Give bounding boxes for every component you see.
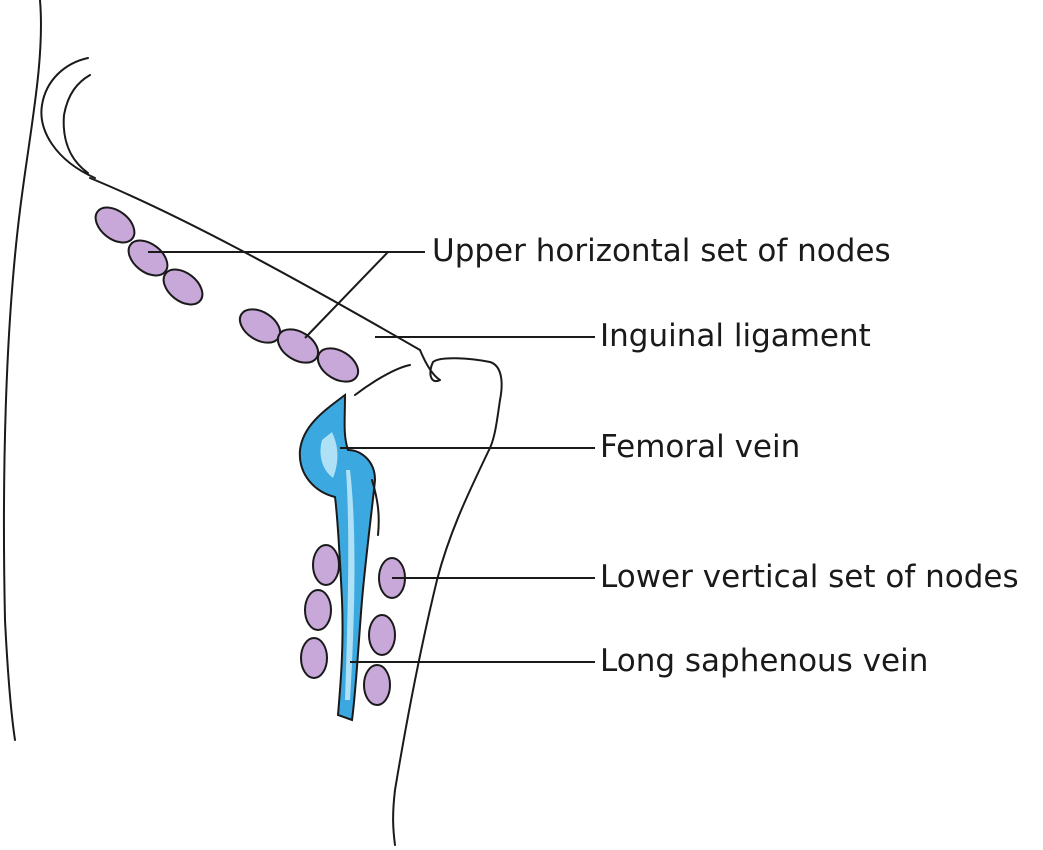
thigh-outline (393, 350, 502, 845)
leader-lines (148, 252, 595, 662)
inguinal-ligament-label: Inguinal ligament (600, 321, 871, 352)
thigh-inner-line (355, 365, 410, 395)
long-saphenous-vein-label: Long saphenous vein (600, 646, 928, 677)
lymph-node-lower-5 (369, 615, 395, 655)
lymph-node-lower-2 (305, 590, 331, 630)
femoral-vein-label: Femoral vein (600, 432, 800, 463)
body-contour (4, 0, 41, 740)
lymph-node-lower-1 (313, 545, 339, 585)
lower-vertical-nodes-label: Lower vertical set of nodes (600, 562, 1019, 593)
umbilicus (41, 58, 95, 178)
lymph-node-upper-6 (312, 341, 364, 388)
upper-horizontal-nodes-label: Upper horizontal set of nodes (432, 236, 891, 267)
lymph-node-lower-6 (364, 665, 390, 705)
lymph-node-lower-3 (301, 638, 327, 678)
